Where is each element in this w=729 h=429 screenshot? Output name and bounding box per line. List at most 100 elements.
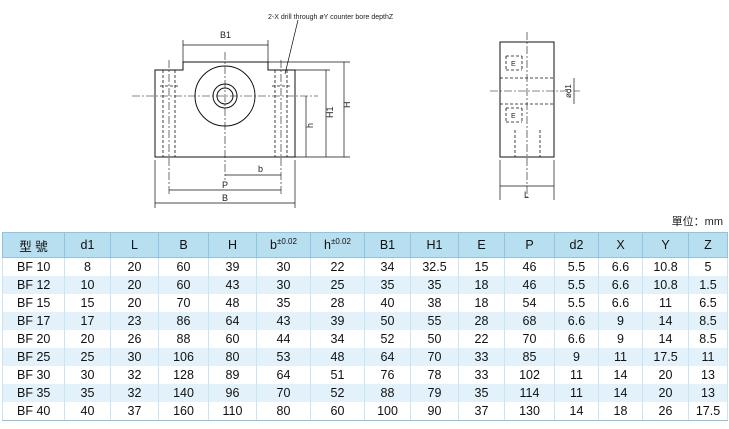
cell-value: 11 [598, 348, 643, 366]
cell-value: 32 [110, 366, 159, 384]
cell-value: 39 [208, 257, 257, 276]
cell-value: 60 [208, 330, 257, 348]
header-b-tolerance: ±0.02 [276, 237, 297, 247]
cell-value: 50 [410, 330, 459, 348]
cell-value: 9 [598, 312, 643, 330]
cell-value: 35 [256, 294, 311, 312]
cell-value: 53 [256, 348, 311, 366]
cell-value: 8.5 [688, 312, 728, 330]
header-b: b±0.02 [256, 232, 311, 258]
cell-value: 44 [256, 330, 311, 348]
cell-value: 35 [64, 384, 111, 402]
cell-value: 6.5 [688, 294, 728, 312]
cell-value: 80 [256, 402, 311, 421]
cell-value: 20 [110, 257, 159, 276]
cell-value: 11 [688, 348, 728, 366]
spec-table: 型 號 d1 L B H b±0.02 h±0.02 B1 H1 E P d2 … [2, 232, 728, 421]
technical-drawing: B1 h H1 H b P B 2-X drill through øY cou… [132, 14, 580, 208]
cell-value: 6.6 [554, 312, 599, 330]
cell-value: 128 [158, 366, 209, 384]
cell-value: 30 [256, 276, 311, 294]
header-h-total: H [208, 232, 257, 258]
cell-value: 6.6 [598, 294, 643, 312]
cell-model: BF 10 [2, 257, 65, 276]
cell-value: 28 [310, 294, 365, 312]
cell-value: 14 [598, 366, 643, 384]
cell-value: 15 [64, 294, 111, 312]
cell-value: 130 [504, 402, 555, 421]
cell-value: 80 [208, 348, 257, 366]
cell-value: 1.5 [688, 276, 728, 294]
cell-value: 23 [110, 312, 159, 330]
cell-value: 88 [364, 384, 411, 402]
cell-value: 25 [64, 348, 111, 366]
cell-value: 20 [110, 294, 159, 312]
cell-value: 14 [642, 312, 689, 330]
cell-value: 5.5 [554, 257, 599, 276]
cell-value: 9 [598, 330, 643, 348]
cell-value: 13 [688, 384, 728, 402]
cell-model: BF 17 [2, 312, 65, 330]
dim-label-b: b [258, 164, 263, 174]
dim-label-p: P [222, 180, 228, 190]
cell-value: 35 [458, 384, 505, 402]
cell-value: 37 [110, 402, 159, 421]
dim-label-e-bottom: E [511, 113, 516, 120]
cell-value: 20 [64, 330, 111, 348]
cell-value: 60 [310, 402, 365, 421]
cell-value: 54 [504, 294, 555, 312]
cell-value: 40 [364, 294, 411, 312]
cell-value: 15 [458, 257, 505, 276]
cell-value: 70 [410, 348, 459, 366]
cell-value: 90 [410, 402, 459, 421]
cell-value: 22 [310, 257, 365, 276]
cell-value: 17.5 [688, 402, 728, 421]
header-x: X [598, 232, 643, 258]
cell-value: 102 [504, 366, 555, 384]
header-h-tolerance: ±0.02 [330, 237, 351, 247]
cell-value: 5.5 [554, 276, 599, 294]
cell-value: 14 [598, 384, 643, 402]
cell-value: 40 [64, 402, 111, 421]
cell-value: 5.5 [554, 294, 599, 312]
cell-value: 32.5 [410, 257, 459, 276]
cell-value: 35 [410, 276, 459, 294]
cell-value: 30 [256, 257, 311, 276]
dim-label-h1: H1 [325, 106, 335, 118]
cell-value: 114 [504, 384, 555, 402]
cell-value: 106 [158, 348, 209, 366]
cell-value: 37 [458, 402, 505, 421]
header-p: P [504, 232, 555, 258]
cell-value: 52 [310, 384, 365, 402]
cell-value: 50 [364, 312, 411, 330]
cell-value: 68 [504, 312, 555, 330]
cell-value: 35 [364, 276, 411, 294]
header-b1: B1 [364, 232, 411, 258]
cell-value: 30 [110, 348, 159, 366]
cell-value: 28 [458, 312, 505, 330]
cell-value: 88 [158, 330, 209, 348]
cell-value: 13 [688, 366, 728, 384]
cell-value: 64 [364, 348, 411, 366]
cell-value: 46 [504, 276, 555, 294]
cell-value: 70 [504, 330, 555, 348]
cell-value: 110 [208, 402, 257, 421]
dim-label-b-total: B [222, 193, 228, 203]
cell-value: 34 [310, 330, 365, 348]
cell-value: 26 [110, 330, 159, 348]
front-view [132, 19, 350, 208]
cell-model: BF 20 [2, 330, 65, 348]
cell-value: 85 [504, 348, 555, 366]
cell-value: 46 [504, 257, 555, 276]
cell-value: 10.8 [642, 257, 689, 276]
cell-value: 96 [208, 384, 257, 402]
cell-value: 17.5 [642, 348, 689, 366]
cell-value: 5 [688, 257, 728, 276]
cell-model: BF 35 [2, 384, 65, 402]
cell-value: 160 [158, 402, 209, 421]
cell-value: 48 [208, 294, 257, 312]
